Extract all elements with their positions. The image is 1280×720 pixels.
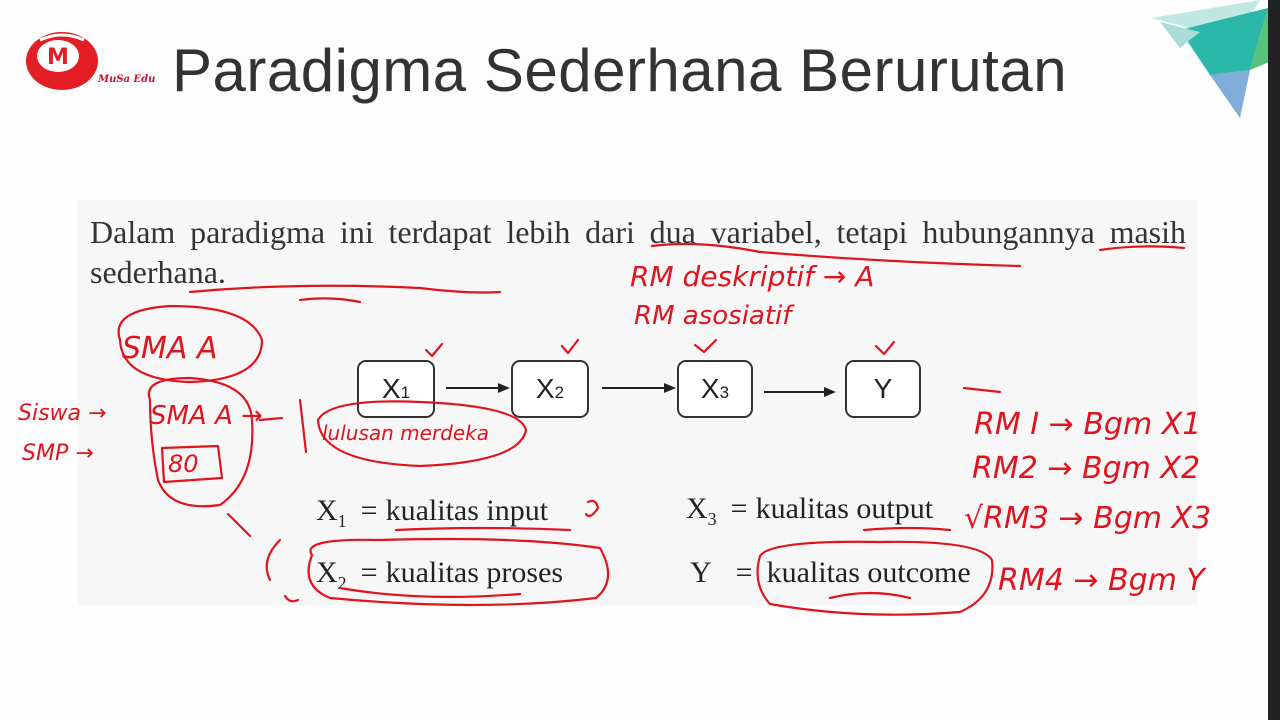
node-x2-subscript: 2 xyxy=(554,383,565,402)
legend-x2-equals: = xyxy=(360,556,378,589)
node-y-symbol: Y xyxy=(873,373,893,404)
legend-x3-equals: = xyxy=(730,492,748,525)
legend-x3-subscript: 3 xyxy=(707,509,717,529)
legend-y: Y = kualitas outcome xyxy=(690,556,971,590)
legend-x3-symbol: X xyxy=(686,492,708,525)
description-paragraph: Dalam paradigma ini terdapat lebih dari … xyxy=(90,214,1186,290)
legend-x1-meaning: kualitas input xyxy=(385,494,549,527)
node-x2-symbol: X xyxy=(535,373,555,404)
node-x1-symbol: X xyxy=(381,373,401,404)
node-x3-subscript: 3 xyxy=(719,383,730,402)
legend-y-symbol: Y xyxy=(690,556,712,589)
legend-x1: X1 =kualitas input xyxy=(316,494,548,532)
slide-title: Paradigma Sederhana Berurutan xyxy=(172,37,1068,104)
legend-x3: X3 =kualitas output xyxy=(686,492,933,530)
legend-x1-symbol: X xyxy=(316,494,338,527)
legend-x1-subscript: 1 xyxy=(337,511,347,531)
legend-y-equals: = xyxy=(735,556,753,589)
arrow-x2-x3 xyxy=(602,383,676,393)
legend-x1-equals: = xyxy=(360,494,378,527)
node-x1-subscript: 1 xyxy=(400,383,411,402)
legend-x2-meaning: kualitas proses xyxy=(385,556,564,589)
corner-decoration xyxy=(1152,0,1274,118)
legend-x2-symbol: X xyxy=(316,556,338,589)
node-x3-symbol: X xyxy=(700,373,720,404)
legend-y-meaning: kualitas outcome xyxy=(766,556,971,589)
arrow-x1-x2 xyxy=(446,383,510,393)
svg-text:M: M xyxy=(47,45,69,70)
screen-edge xyxy=(1268,0,1280,720)
logo-text: MuSa Edu xyxy=(98,74,156,85)
legend-x3-meaning: kualitas output xyxy=(755,492,934,525)
node-y: Y xyxy=(845,360,921,418)
musa-edu-logo: M xyxy=(26,32,98,90)
legend-x2-subscript: 2 xyxy=(337,573,347,593)
content-panel xyxy=(78,200,1198,605)
arrow-x3-y xyxy=(764,387,836,397)
legend-x2: X2 =kualitas proses xyxy=(316,556,563,594)
